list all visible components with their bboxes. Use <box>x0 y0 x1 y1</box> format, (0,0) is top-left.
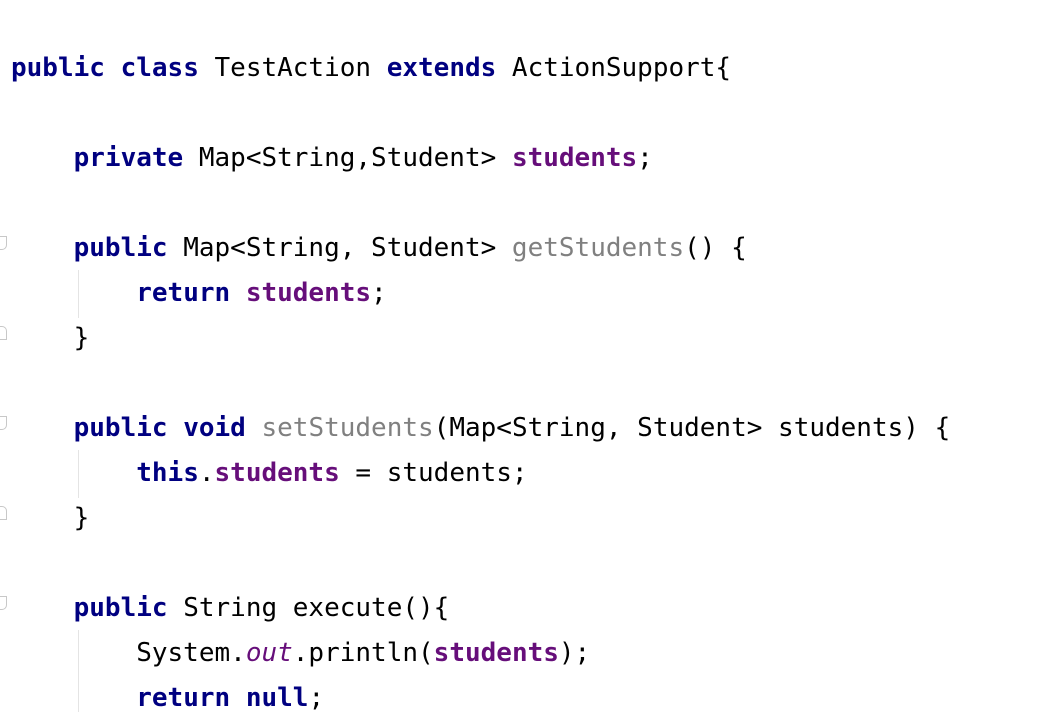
code-token: class <box>120 53 199 83</box>
code-token: ; <box>637 143 653 173</box>
code-token <box>11 458 136 488</box>
code-line[interactable]: public Map<String, Student> getStudents(… <box>11 226 747 271</box>
code-token <box>11 233 74 263</box>
code-token <box>11 593 74 623</box>
code-token: public <box>73 413 168 443</box>
indent-guide <box>78 450 79 498</box>
code-token: getStudents <box>511 233 685 263</box>
code-token <box>168 413 184 443</box>
code-token: this <box>136 458 199 488</box>
code-token: .println( <box>292 638 434 668</box>
code-token <box>11 413 74 443</box>
code-line[interactable]: } <box>11 316 90 361</box>
code-token: void <box>183 413 246 443</box>
code-token: private <box>73 143 184 173</box>
code-token: (Map<String, Student> students) { <box>433 413 951 443</box>
code-token: TestAction <box>198 53 387 83</box>
fold-start-icon[interactable] <box>0 596 7 610</box>
code-token <box>230 278 246 308</box>
code-token: public <box>11 53 105 83</box>
code-token: ; <box>308 683 325 712</box>
code-line[interactable]: private Map<String,Student> students; <box>11 136 653 181</box>
fold-start-icon[interactable] <box>0 236 7 250</box>
code-token: null <box>245 683 309 712</box>
code-token: extends <box>386 53 497 83</box>
code-token: return <box>136 683 231 712</box>
code-token: return <box>136 278 231 308</box>
code-token: String execute(){ <box>167 593 450 623</box>
code-token <box>105 53 121 83</box>
code-token <box>230 683 246 712</box>
fold-start-icon[interactable] <box>0 416 7 430</box>
code-token: public <box>73 233 168 263</box>
code-token <box>11 278 136 308</box>
code-line[interactable]: public String execute(){ <box>11 586 450 631</box>
code-token: students <box>214 458 340 488</box>
code-line[interactable]: public void setStudents(Map<String, Stud… <box>11 406 951 451</box>
code-token: Map<String,Student> <box>183 143 512 173</box>
code-token: ; <box>371 278 387 308</box>
code-line[interactable]: System.out.println(students); <box>11 631 590 676</box>
code-token <box>11 143 74 173</box>
code-token: System. <box>11 638 246 668</box>
code-token <box>246 413 262 443</box>
code-token: = students; <box>339 458 528 488</box>
code-token: students <box>511 143 638 173</box>
code-token: ); <box>558 638 591 668</box>
code-line[interactable]: return null; <box>11 676 324 712</box>
code-line[interactable]: return students; <box>11 271 387 316</box>
code-token: students <box>245 278 372 308</box>
code-token <box>11 683 136 712</box>
code-token: . <box>198 458 215 488</box>
code-token: public <box>73 593 168 623</box>
code-token: } <box>11 323 90 353</box>
code-line[interactable]: } <box>11 496 90 541</box>
code-line[interactable]: this.students = students; <box>11 451 528 496</box>
indent-guide <box>78 270 79 318</box>
code-line[interactable]: public class TestAction extends ActionSu… <box>11 46 731 91</box>
code-token: students <box>433 638 559 668</box>
editor-gutter <box>0 0 14 712</box>
code-token: () { <box>684 233 747 263</box>
code-token: setStudents <box>261 413 434 443</box>
fold-end-icon[interactable] <box>0 326 7 340</box>
code-token: Map<String, Student> <box>167 233 512 263</box>
code-token: ActionSupport{ <box>496 53 732 83</box>
code-token: out <box>245 638 293 668</box>
code-token: } <box>11 503 90 533</box>
indent-guide <box>78 630 79 712</box>
fold-end-icon[interactable] <box>0 506 7 520</box>
